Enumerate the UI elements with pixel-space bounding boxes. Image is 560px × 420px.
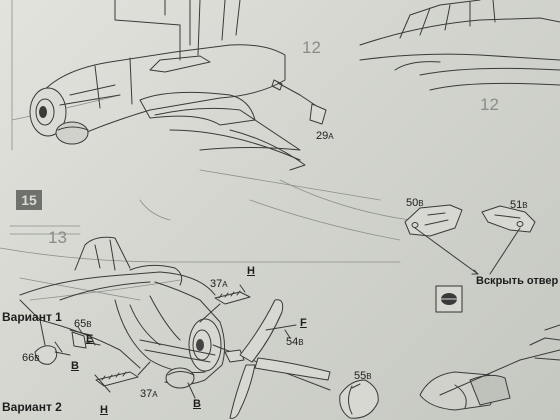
variant-1-label: Вариант 1: [2, 310, 62, 324]
part-55-number: 55: [354, 370, 367, 382]
part-65-number: 65: [74, 318, 87, 330]
part-51-suffix: B: [522, 201, 528, 210]
part-29-drawing: [271, 79, 327, 125]
spinner-drawing: [339, 379, 379, 419]
part-label-50: 50B: [406, 197, 424, 209]
part-37-top-suffix: A: [222, 280, 228, 289]
hole-detail: [435, 285, 463, 313]
step-12-ghost-right: 12: [480, 95, 499, 114]
part-50-drawing: [404, 204, 463, 237]
part-66-suffix: B: [34, 354, 40, 363]
part-label-55: 55B: [354, 370, 372, 382]
leader-lines: [54, 284, 291, 399]
part-37-bottom-drawing: [95, 361, 151, 387]
step-15-box: 15: [16, 190, 42, 210]
variant-2-label: Вариант 2: [2, 400, 62, 414]
step-12-ghost-left: 12: [302, 38, 321, 57]
paint-letter-b-left: B: [71, 360, 79, 372]
part-37-bottom-number: 37: [140, 388, 153, 400]
paint-letter-e: E: [86, 333, 94, 345]
bottom-right-parts: [419, 324, 560, 411]
part-29-suffix: A: [328, 132, 334, 141]
part-37-bottom-suffix: A: [152, 390, 158, 399]
part-label-37-bottom: 37A: [140, 388, 158, 400]
paint-letter-b-bottom: B: [193, 398, 201, 410]
paint-letter-h-top: H: [247, 265, 255, 277]
part-label-37-top: 37A: [210, 278, 228, 290]
part-37-top-drawing: [199, 290, 251, 323]
part-65-drawing: [71, 331, 101, 349]
fuselage-step15: [19, 236, 226, 389]
part-label-29: 29A: [316, 130, 334, 142]
part-66-drawing: [34, 345, 71, 365]
part-29-number: 29: [316, 130, 329, 142]
part-label-65: 65B: [74, 318, 92, 330]
part-51-number: 51: [510, 199, 523, 211]
part-50-number: 50: [406, 197, 419, 209]
drill-hole-note: Вскрыть отвер: [476, 275, 559, 287]
fuselage-step12: [29, 0, 306, 171]
part-label-66: 66B: [22, 352, 40, 364]
fuselage-step12-right: [359, 0, 560, 91]
step-13-ghost: 13: [48, 228, 67, 247]
part-55-suffix: B: [366, 372, 372, 381]
part-54-number: 54: [286, 336, 299, 348]
background-linework: [0, 0, 411, 301]
part-66-number: 66: [22, 352, 35, 364]
propeller-drawing: [212, 299, 331, 419]
part-37-top-number: 37: [210, 278, 223, 290]
note-arrows: [414, 227, 521, 275]
part-50-suffix: B: [418, 199, 424, 208]
part-51-drawing: [481, 205, 536, 233]
part-54-suffix: B: [298, 338, 304, 347]
part-65-suffix: B: [86, 320, 92, 329]
part-label-51: 51B: [510, 199, 528, 211]
paint-letter-f: F: [300, 317, 307, 329]
paint-letter-h-bottom: H: [100, 404, 108, 416]
part-label-54: 54B: [286, 336, 304, 348]
